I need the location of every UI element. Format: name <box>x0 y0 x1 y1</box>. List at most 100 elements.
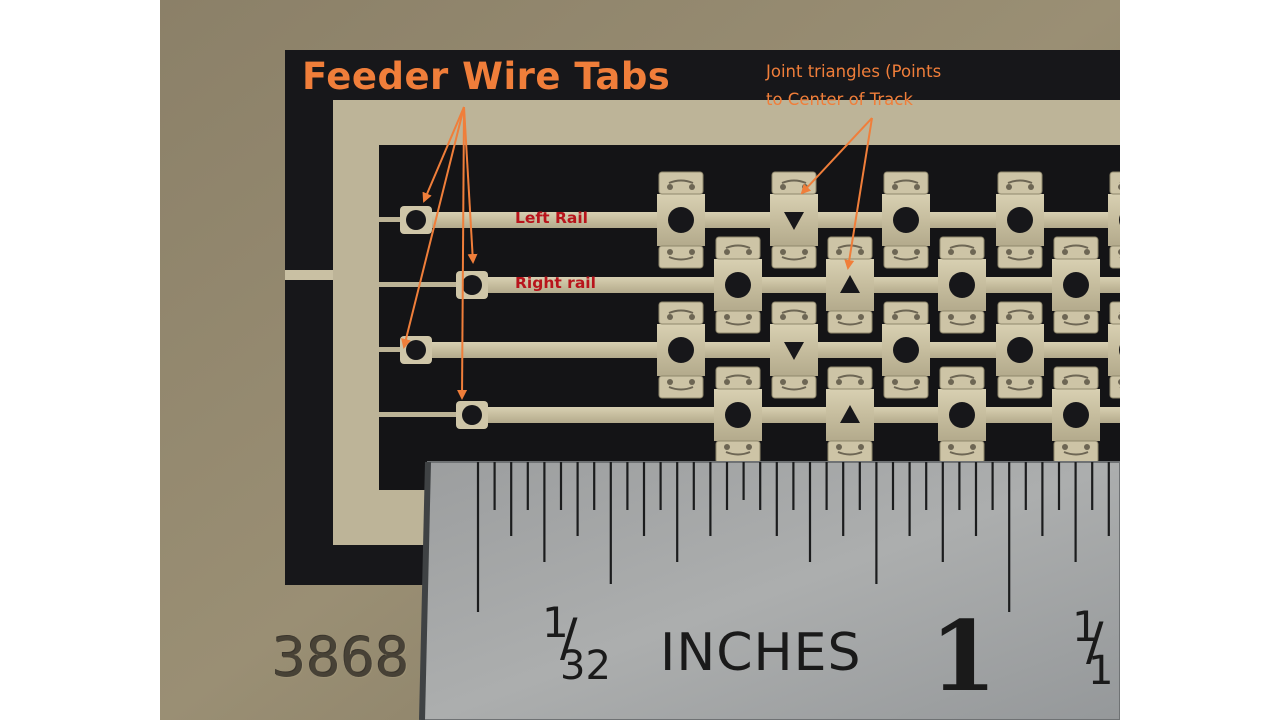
joiner-tab-bottom-rivet <box>724 444 730 450</box>
joiner-tab-bottom-rivet <box>746 314 752 320</box>
joint-block <box>1108 324 1120 376</box>
joiner-tab-top <box>771 171 817 195</box>
frame-connector <box>285 270 333 280</box>
joiner-tab-bottom <box>1109 245 1120 269</box>
feeder-hole-icon <box>462 405 482 425</box>
joiner-tab-bottom <box>1053 310 1099 334</box>
joiner-tab-top-rivet <box>1084 379 1090 385</box>
joiner-tab-bottom-rivet <box>914 379 920 385</box>
joiner-tab-top <box>939 366 985 390</box>
joiner-tab-bottom-rivet <box>892 249 898 255</box>
joiner-tab-bottom <box>715 440 761 464</box>
joiner-tab-bottom-rivet <box>836 314 842 320</box>
joiner-tab-bottom-rivet <box>802 249 808 255</box>
joiner-tab-bottom-rivet <box>1118 379 1120 385</box>
rail-hole-icon <box>949 402 975 428</box>
ruler-fraction2-denominator: 1 <box>1088 648 1114 694</box>
left-rail-label: Left Rail <box>515 209 588 227</box>
rail-bar <box>402 212 1120 228</box>
joiner-tab-bottom-rivet <box>892 379 898 385</box>
joiner-tab-bottom-rivet <box>948 314 954 320</box>
joiner-tab-bottom-rivet <box>780 379 786 385</box>
joiner-tab-bottom-groove <box>949 321 975 326</box>
photo: 3868 Feeder Wire Tabs Joint triangles (P… <box>160 0 1120 720</box>
joiner-tab-bottom-rivet <box>1084 444 1090 450</box>
rail-hole-icon <box>725 402 751 428</box>
ruler-fraction-numerator: 1 <box>542 598 569 647</box>
ruler-inch-number: 1 <box>930 600 997 713</box>
joiner-tab-top <box>1053 366 1099 390</box>
right-rail-label: Right rail <box>515 274 596 292</box>
ruler-units-label: INCHES <box>660 623 862 683</box>
joiner-tab-bottom-groove <box>1063 451 1089 456</box>
joiner-tab-bottom-rivet <box>970 444 976 450</box>
joiner-tab-top <box>827 236 873 260</box>
joiner-tab-bottom-groove <box>1007 256 1033 261</box>
triangle-down-icon <box>784 342 804 360</box>
joiner-tab-top <box>715 236 761 260</box>
feeder-wire-stub <box>379 282 458 287</box>
joiner-tab-bottom <box>883 245 929 269</box>
joiner-tab-top <box>997 301 1043 325</box>
joiner-tab-bottom <box>771 245 817 269</box>
joiner-tab-bottom-groove <box>668 256 694 261</box>
rail-bar <box>402 342 1120 358</box>
joiner-tab-top-rivet <box>1062 249 1068 255</box>
joiner-tab-top-groove <box>837 374 863 379</box>
joiner-tab-bottom-groove <box>781 256 807 261</box>
joiner-tab-bottom-groove <box>781 386 807 391</box>
joiner-tab-top <box>883 301 929 325</box>
joint-triangles-label-line1: Joint triangles (Points <box>766 62 942 81</box>
joiner-tab-top <box>1109 301 1120 325</box>
triangle-up-icon <box>840 405 860 423</box>
joiner-tab-top-rivet <box>780 314 786 320</box>
joiner-tab-top <box>715 366 761 390</box>
joiner-tab-top-rivet <box>892 314 898 320</box>
joiner-tab-top-rivet <box>1006 314 1012 320</box>
rail-hole-icon <box>1063 272 1089 298</box>
joiner-tab-bottom-groove <box>1063 321 1089 326</box>
joiner-tab-bottom-rivet <box>1006 249 1012 255</box>
joiner-tab-bottom-rivet <box>836 444 842 450</box>
feeder-wire-stub <box>379 217 402 222</box>
rail-hole-icon <box>1063 402 1089 428</box>
joiner-tab-bottom-groove <box>893 256 919 261</box>
joiner-tab-bottom-rivet <box>689 379 695 385</box>
joiner-tab-bottom <box>658 245 704 269</box>
joiner-tab-bottom-rivet <box>667 249 673 255</box>
joiner-tab-top-rivet <box>858 249 864 255</box>
feeder-wire-tabs-label: Feeder Wire Tabs <box>302 55 671 98</box>
joiner-tab-bottom-rivet <box>970 314 976 320</box>
feeder-wire-stub <box>379 412 458 417</box>
joiner-tab-bottom-rivet <box>746 444 752 450</box>
joiner-tab-bottom-rivet <box>724 314 730 320</box>
joiner-tab-top-rivet <box>948 249 954 255</box>
joiner-tab-top-rivet <box>858 379 864 385</box>
joiner-tab-bottom <box>997 375 1043 399</box>
joiner-tab-top-rivet <box>724 379 730 385</box>
joiner-tab-top-rivet <box>724 249 730 255</box>
joiner-tab-top-groove <box>725 374 751 379</box>
joiner-tab-top-rivet <box>970 379 976 385</box>
joiner-tab-bottom-groove <box>893 386 919 391</box>
joiner-tab-bottom-groove <box>725 451 751 456</box>
joiner-tab-bottom <box>883 375 929 399</box>
joiner-tab-bottom-rivet <box>780 249 786 255</box>
joiner-tab-bottom <box>997 245 1043 269</box>
joint-block <box>1108 194 1120 246</box>
joiner-tab-bottom-groove <box>949 451 975 456</box>
joiner-tab-bottom-rivet <box>858 444 864 450</box>
feeder-hole-icon <box>462 275 482 295</box>
ruler-fraction2-numerator: 1 <box>1072 602 1099 651</box>
joiner-tab-top-rivet <box>667 184 673 190</box>
rail-hole-icon <box>893 337 919 363</box>
joiner-tab-bottom-rivet <box>1062 444 1068 450</box>
joiner-tab-top-groove <box>1007 179 1033 184</box>
joiner-tab-top-groove <box>949 244 975 249</box>
joiner-tab-top-rivet <box>914 314 920 320</box>
joiner-tab-bottom-rivet <box>858 314 864 320</box>
joiner-tab-bottom-rivet <box>948 444 954 450</box>
joiner-tab-top-rivet <box>1006 184 1012 190</box>
joiner-tab-bottom <box>939 310 985 334</box>
joiner-tab-top-groove <box>893 309 919 314</box>
